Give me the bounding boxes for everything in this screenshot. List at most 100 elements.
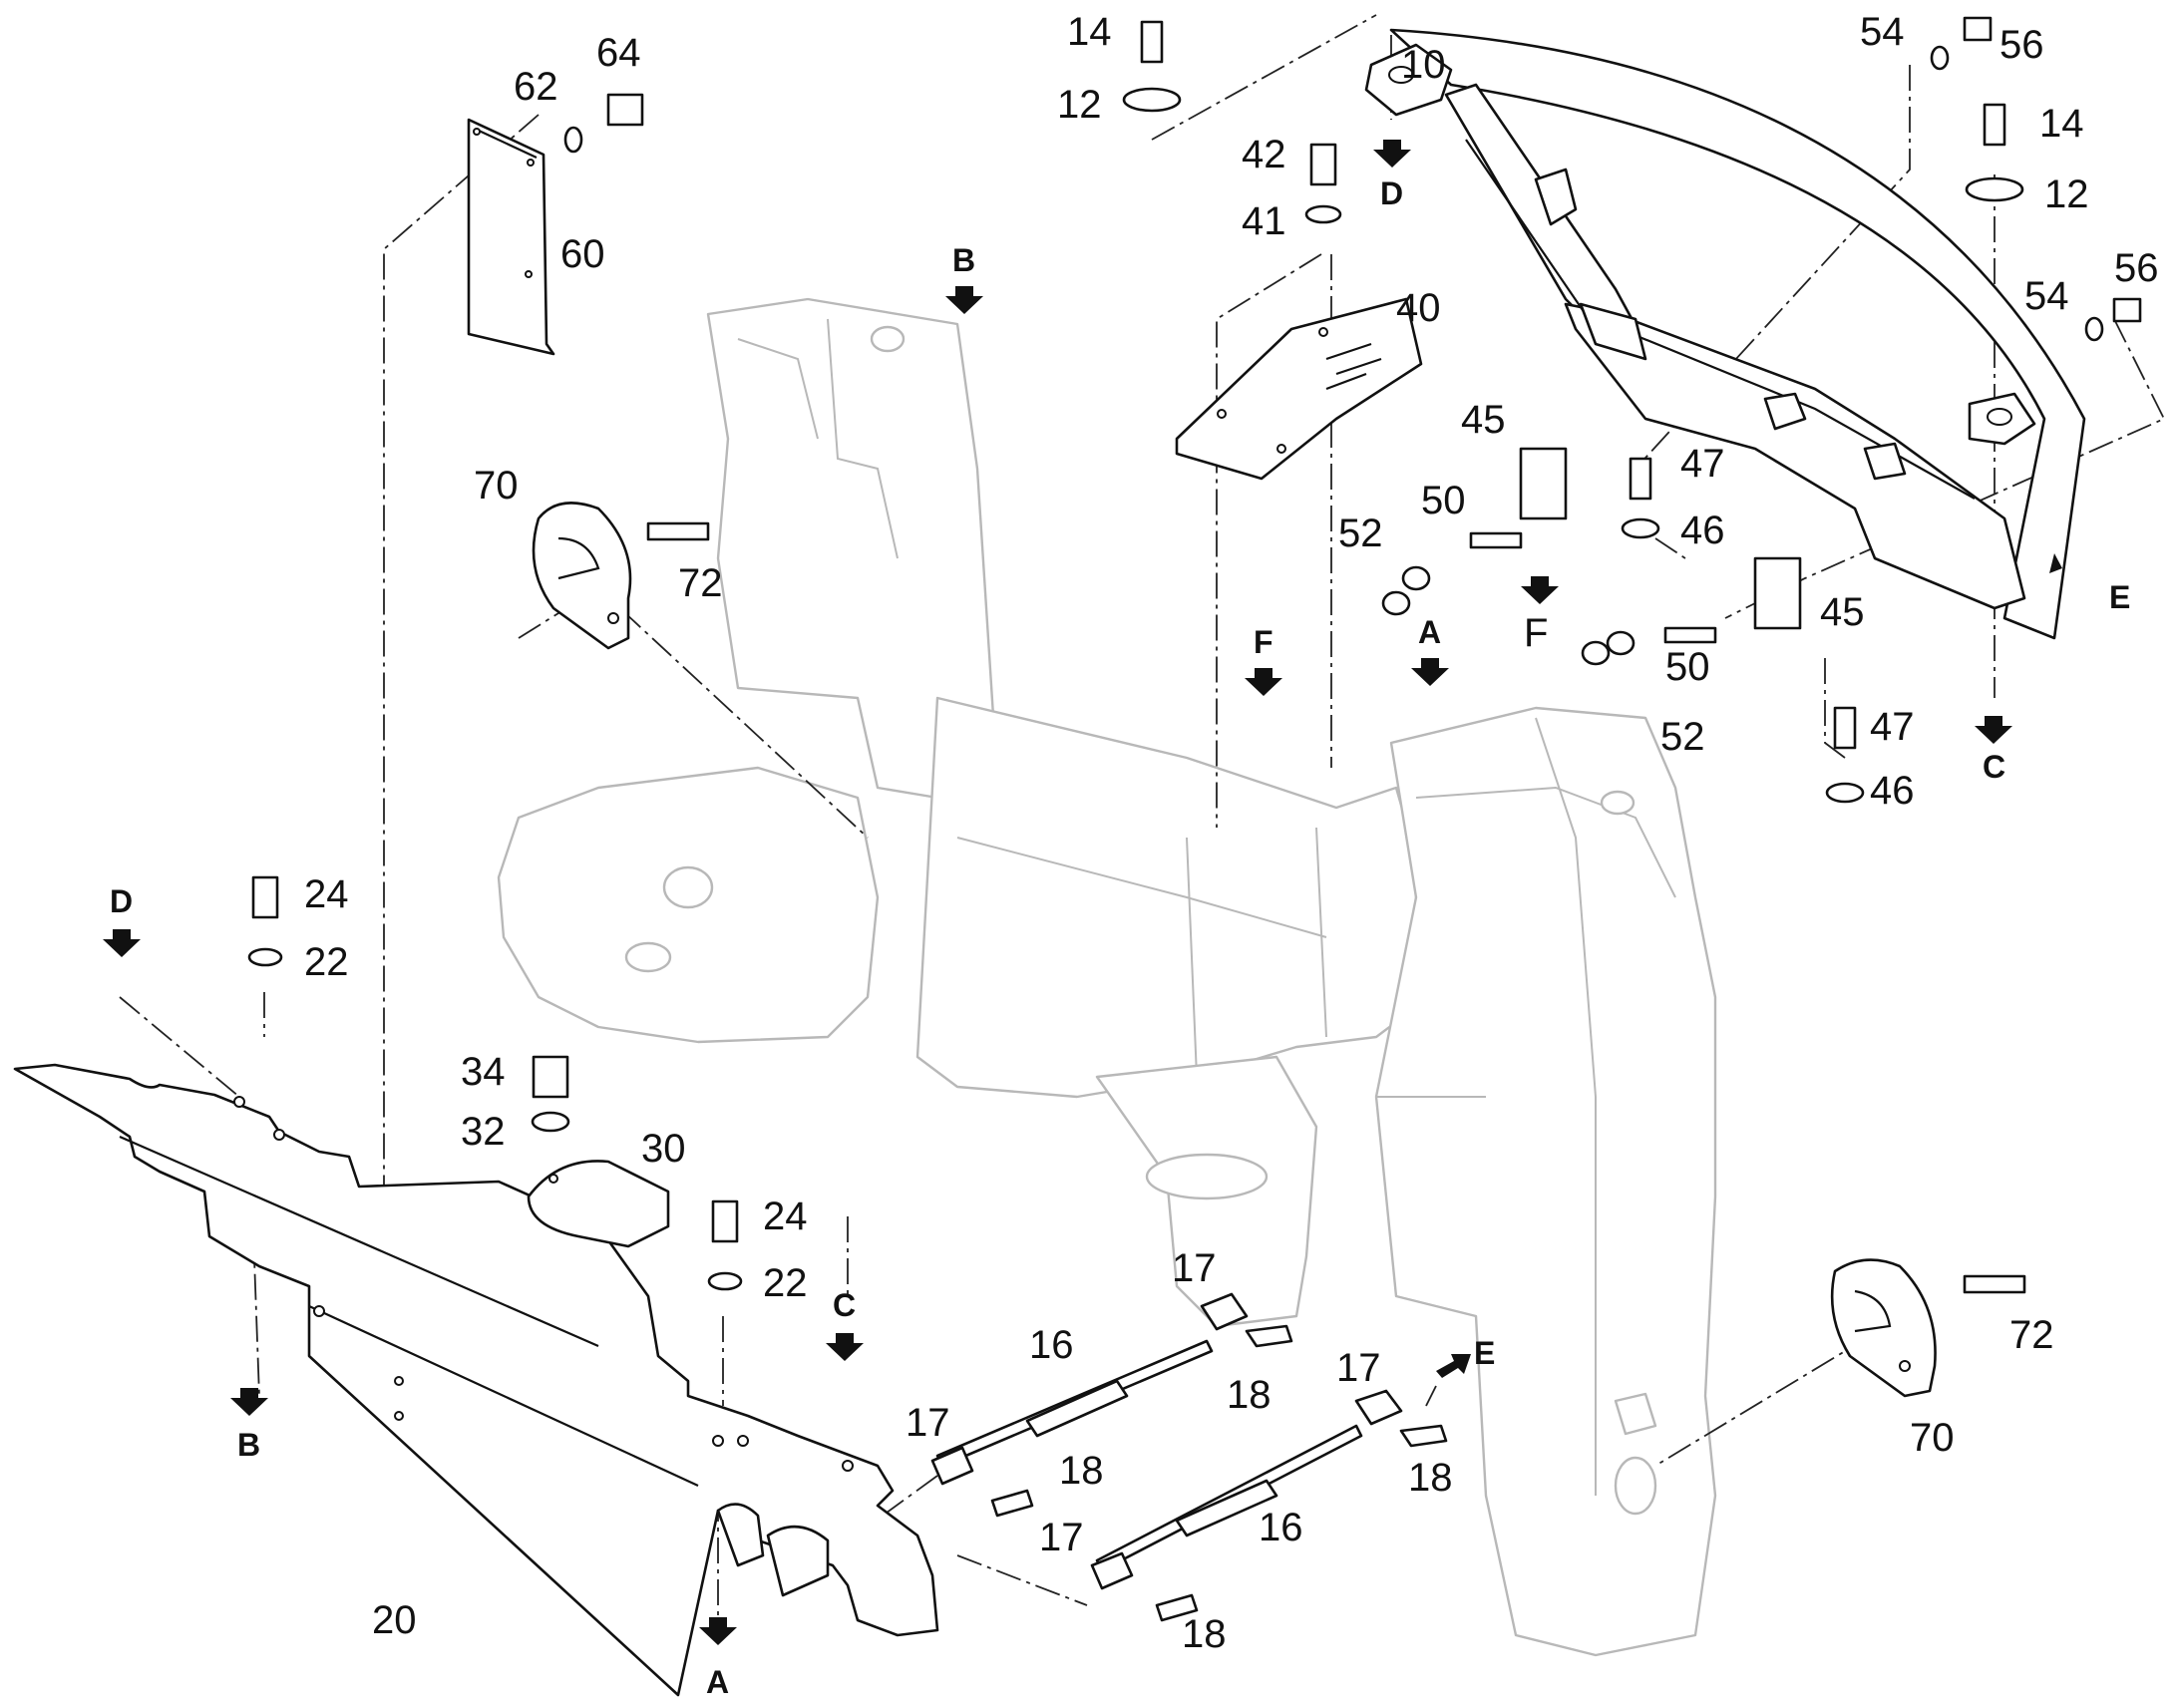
washer-12b <box>1965 176 2024 202</box>
bolt-72b <box>1963 1274 2026 1294</box>
label-16a: 16 <box>1029 1323 1074 1367</box>
bolt-47b <box>1833 706 1857 750</box>
label-18b: 18 <box>1059 1449 1104 1493</box>
washer-46a <box>1621 517 1660 539</box>
bracket-45a <box>1519 447 1568 520</box>
label-56b: 56 <box>2114 246 2159 290</box>
label-47a: 47 <box>1680 442 1725 486</box>
label-17a: 17 <box>1172 1246 1217 1290</box>
ref-a-center: A <box>1418 614 1441 650</box>
cover-30 <box>527 1160 670 1248</box>
bolt-42 <box>1309 143 1337 186</box>
washer-22b <box>707 1271 743 1291</box>
arrow-down-d2 <box>103 929 141 957</box>
ref-a-bottom: A <box>706 1664 729 1700</box>
bracket-70-right <box>1830 1258 1937 1398</box>
bolt-24b <box>711 1199 739 1243</box>
label-22a: 22 <box>304 940 349 984</box>
washer-54a <box>1930 45 1950 71</box>
label-30: 30 <box>641 1127 686 1171</box>
washer-12a <box>1122 87 1182 113</box>
nut-52b1 <box>1581 640 1611 666</box>
grille-frame-bottom <box>1564 302 2026 610</box>
label-22b: 22 <box>763 1261 808 1305</box>
label-41: 41 <box>1242 199 1286 243</box>
label-46b: 46 <box>1870 769 1915 813</box>
ref-b-bottom: B <box>237 1427 260 1463</box>
arrow-down-f1 <box>1245 668 1282 696</box>
label-17c: 17 <box>1336 1346 1381 1390</box>
label-50a: 50 <box>1421 479 1466 522</box>
label-54b: 54 <box>2024 274 2069 318</box>
label-12b: 12 <box>2044 172 2089 216</box>
label-16b: 16 <box>1259 1506 1303 1549</box>
arrow-down-c1 <box>1975 716 2012 744</box>
washer-54b <box>2084 316 2104 342</box>
label-18d: 18 <box>1182 1612 1227 1656</box>
bolt-64 <box>606 93 644 127</box>
bolt-34 <box>532 1055 569 1099</box>
label-34: 34 <box>461 1050 506 1094</box>
washer-32 <box>531 1111 570 1133</box>
nut-52b2 <box>1606 630 1635 656</box>
ref-f-center: F <box>1254 624 1273 660</box>
frame-left-arm-hole <box>662 865 714 909</box>
label-72a: 72 <box>678 561 723 605</box>
label-54a: 54 <box>1860 10 1905 54</box>
label-62: 62 <box>514 65 558 109</box>
bracket-70-left <box>532 502 632 650</box>
washer-22a <box>247 947 283 967</box>
arrow-down-c2 <box>826 1333 864 1361</box>
grille-assembly <box>1364 28 2086 640</box>
arrow-down-d1 <box>1373 140 1411 168</box>
label-42: 42 <box>1242 133 1286 176</box>
label-47b: 47 <box>1870 705 1915 749</box>
part-labels: 10 12 14 12 14 54 56 54 56 40 41 42 45 4… <box>304 10 2159 1656</box>
loader-frame <box>497 297 1717 1657</box>
bolt-14a <box>1140 20 1164 64</box>
label-14b: 14 <box>2039 102 2084 146</box>
washer-62 <box>563 126 583 154</box>
cover-40 <box>1175 297 1423 481</box>
arrow-down-b1 <box>945 286 983 314</box>
washer-41 <box>1304 204 1342 224</box>
bolt-47a <box>1629 457 1652 501</box>
arrow-e-upper <box>1436 1354 1471 1378</box>
label-24a: 24 <box>304 872 349 916</box>
ref-c-right: C <box>1983 749 2005 785</box>
screw-56a <box>1963 16 1993 42</box>
label-32: 32 <box>461 1110 506 1154</box>
panel-20 <box>13 1063 939 1697</box>
label-52a: 52 <box>1338 512 1383 555</box>
label-60: 60 <box>560 232 605 276</box>
label-18a: 18 <box>1227 1373 1272 1417</box>
label-12a: 12 <box>1057 83 1102 127</box>
label-46a: 46 <box>1680 509 1725 552</box>
label-50b: 50 <box>1665 645 1710 689</box>
screw-56b <box>2112 297 2142 323</box>
label-18c: 18 <box>1408 1456 1453 1500</box>
washer-46b <box>1825 782 1865 804</box>
ref-d-left: D <box>110 883 133 919</box>
label-72b: 72 <box>2009 1313 2054 1357</box>
frame-left-tower <box>706 297 999 800</box>
arrow-down-b2 <box>230 1388 268 1416</box>
reference-labels: D C E B F A F D B C A E <box>110 175 2130 1700</box>
bolt-14b <box>1983 103 2006 147</box>
label-17b: 17 <box>906 1401 950 1445</box>
label-70a: 70 <box>474 464 519 508</box>
label-64: 64 <box>596 31 641 75</box>
label-24b: 24 <box>763 1195 808 1238</box>
ref-f-bracket: F <box>1524 611 1548 655</box>
label-56a: 56 <box>1999 23 2044 67</box>
plate-60 <box>467 118 555 356</box>
ref-e-grille: E <box>2109 579 2130 615</box>
label-20: 20 <box>372 1598 417 1642</box>
label-40: 40 <box>1396 286 1441 330</box>
label-17d: 17 <box>1039 1516 1084 1559</box>
stud-50b <box>1663 626 1717 644</box>
fasteners <box>247 16 2142 1294</box>
label-70b: 70 <box>1910 1416 1955 1460</box>
frame-left-arm-hole-2 <box>624 941 672 973</box>
